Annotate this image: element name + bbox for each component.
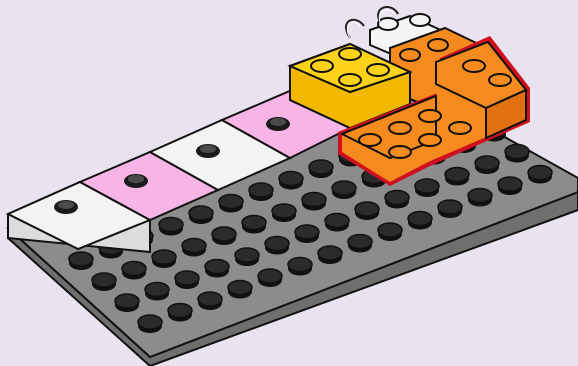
baseplate-stud bbox=[189, 206, 213, 224]
baseplate-stud bbox=[279, 172, 303, 190]
baseplate-stud bbox=[355, 202, 379, 220]
baseplate-stud bbox=[115, 294, 139, 312]
baseplate-stud bbox=[258, 269, 282, 287]
baseplate-stud bbox=[468, 189, 492, 207]
baseplate-stud bbox=[385, 191, 409, 209]
baseplate-stud bbox=[198, 292, 222, 310]
baseplate-stud bbox=[92, 273, 116, 291]
baseplate-stud bbox=[348, 235, 372, 253]
baseplate-stud bbox=[378, 223, 402, 241]
baseplate-stud bbox=[168, 304, 192, 322]
baseplate-stud bbox=[505, 145, 529, 163]
baseplate-stud bbox=[212, 227, 236, 245]
baseplate-stud bbox=[175, 271, 199, 289]
baseplate-stud bbox=[318, 246, 342, 264]
baseplate-stud bbox=[498, 177, 522, 195]
baseplate-stud bbox=[415, 179, 439, 197]
baseplate-stud bbox=[69, 252, 93, 270]
baseplate-stud bbox=[475, 156, 499, 174]
baseplate-stud bbox=[205, 260, 229, 278]
baseplate-stud bbox=[265, 237, 289, 255]
baseplate-stud bbox=[145, 283, 169, 301]
baseplate-stud bbox=[235, 248, 259, 266]
baseplate-stud bbox=[242, 216, 266, 234]
baseplate-stud bbox=[159, 218, 183, 236]
baseplate-stud bbox=[122, 262, 146, 280]
antenna-icon-1 bbox=[346, 20, 364, 38]
baseplate-stud bbox=[138, 315, 162, 333]
baseplate-stud bbox=[332, 181, 356, 199]
baseplate-stud bbox=[152, 250, 176, 268]
baseplate-stud bbox=[219, 195, 243, 213]
baseplate-stud bbox=[408, 212, 432, 230]
baseplate-stud bbox=[445, 168, 469, 186]
baseplate-stud bbox=[288, 258, 312, 276]
baseplate-stud bbox=[272, 204, 296, 222]
baseplate-stud bbox=[295, 225, 319, 243]
baseplate-stud bbox=[325, 214, 349, 232]
baseplate-stud bbox=[528, 166, 552, 184]
baseplate-stud bbox=[228, 281, 252, 299]
baseplate-stud bbox=[302, 193, 326, 211]
baseplate-stud bbox=[309, 160, 333, 178]
baseplate-stud bbox=[182, 239, 206, 257]
baseplate-stud bbox=[249, 183, 273, 201]
baseplate-stud bbox=[438, 200, 462, 218]
